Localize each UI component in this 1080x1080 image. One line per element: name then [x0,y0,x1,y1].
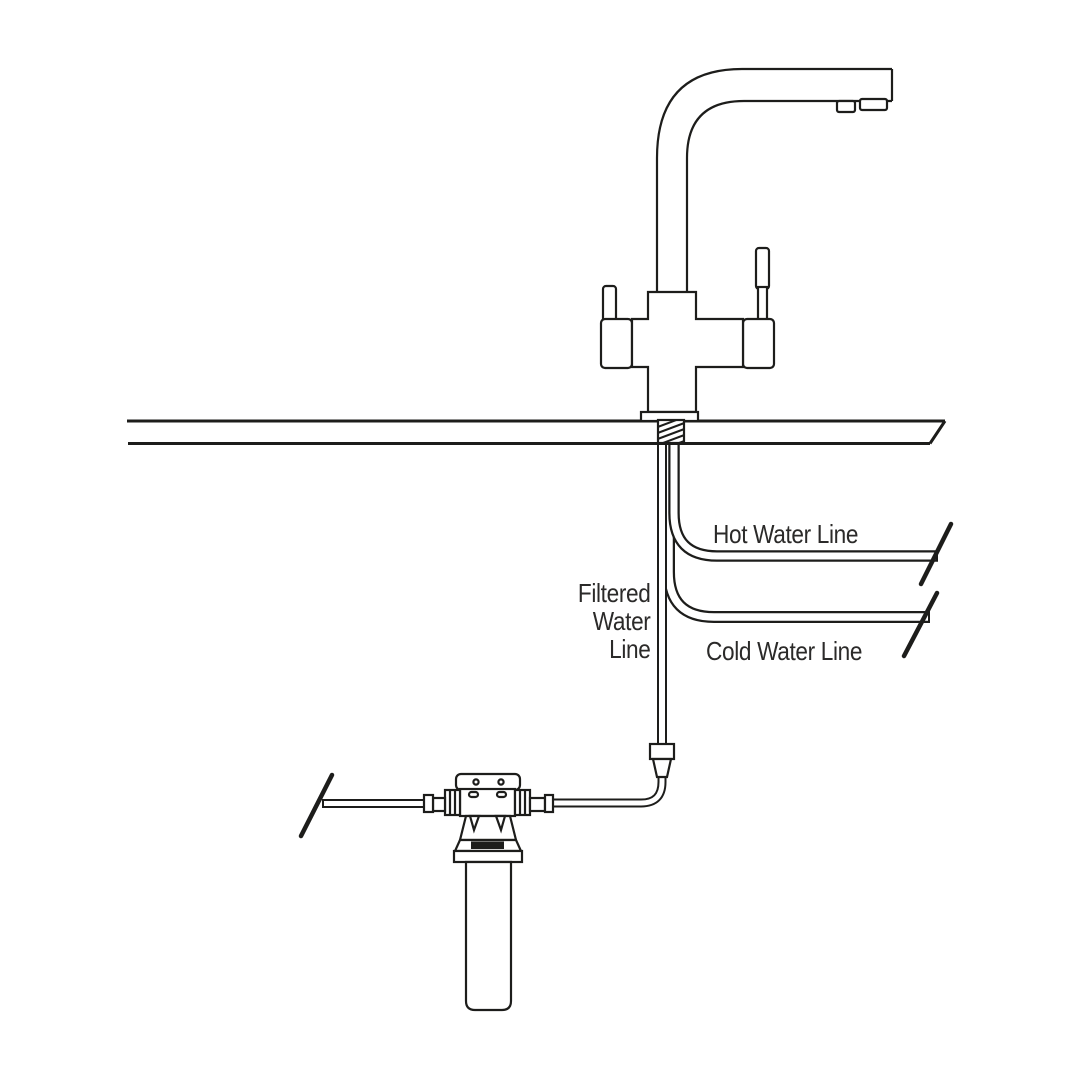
spout-sensor [835,99,857,114]
cold-water-line-label: Cold Water Line [706,636,863,666]
hot-line-break-mark [918,521,954,587]
right-handle-lever-rod [756,285,769,323]
left-handle-lever [601,284,618,324]
filter-cartridge [464,860,513,1012]
filtered-water-line-label: Filtered Water Line [577,578,650,664]
filter-bracket [454,772,522,792]
faucet-body [630,290,745,423]
head-band [452,849,524,864]
right-handle-body [741,317,776,370]
clip-right [494,814,507,834]
bracket-screw-right [497,778,505,786]
hot-water-tube [668,438,938,562]
clip-left [468,814,481,834]
right-port-collar [513,788,532,817]
cold-water-tube [663,438,930,623]
filter-head-ports [422,788,555,817]
faucet-spout [655,67,894,292]
right-handle-lever-grip [754,246,771,291]
right-port-barrel [528,796,547,813]
bracket-screw-left [472,778,480,786]
hot-water-line-label: Hot Water Line [713,519,859,549]
filter-head [452,787,524,864]
right-port-nut [543,793,555,814]
left-port-collar [443,788,462,817]
left-handle-body [599,317,634,370]
filtered-water-tube [552,438,667,808]
left-port-barrel [431,796,447,813]
aerator [858,97,889,112]
inline-connector [648,742,676,779]
supply-line-break-mark [298,772,335,839]
mounting-thread [656,418,686,445]
countertop [127,419,947,445]
left-port-nut [422,793,435,814]
label-window [471,841,504,849]
cold-line-break-mark [901,590,940,659]
